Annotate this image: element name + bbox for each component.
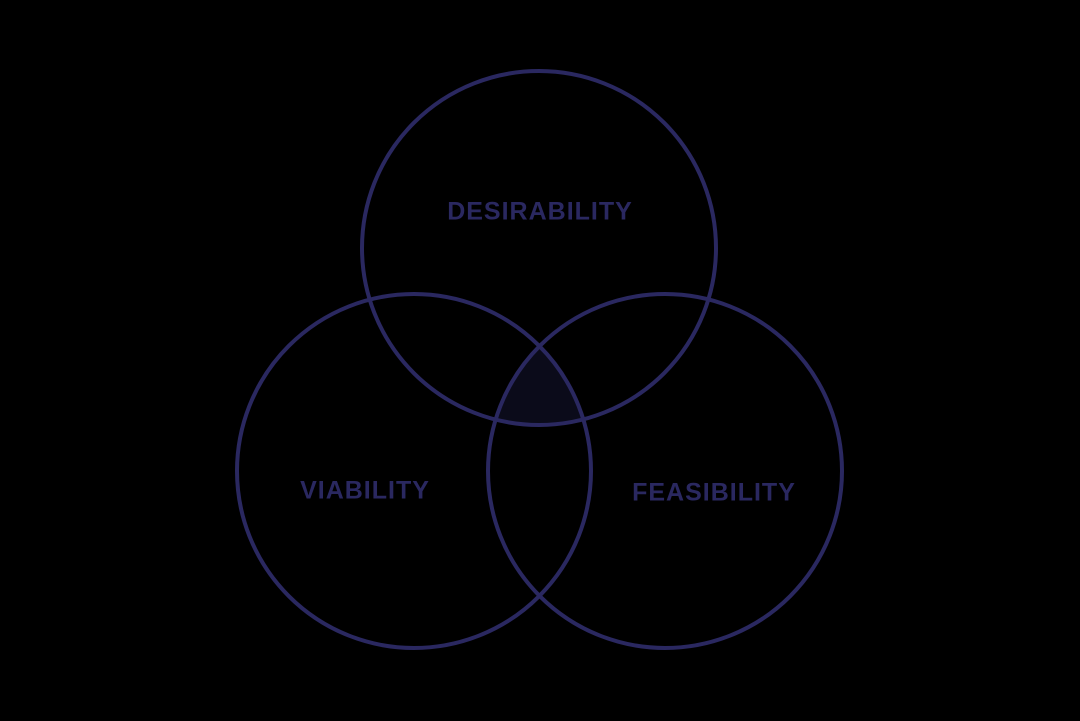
desirability-circle bbox=[360, 69, 718, 427]
viability-label: VIABILITY bbox=[300, 477, 430, 505]
viability-circle bbox=[235, 292, 593, 650]
feasibility-circle bbox=[486, 292, 844, 650]
feasibility-label: FEASIBILITY bbox=[632, 479, 796, 507]
desirability-label: DESIRABILITY bbox=[447, 198, 633, 226]
